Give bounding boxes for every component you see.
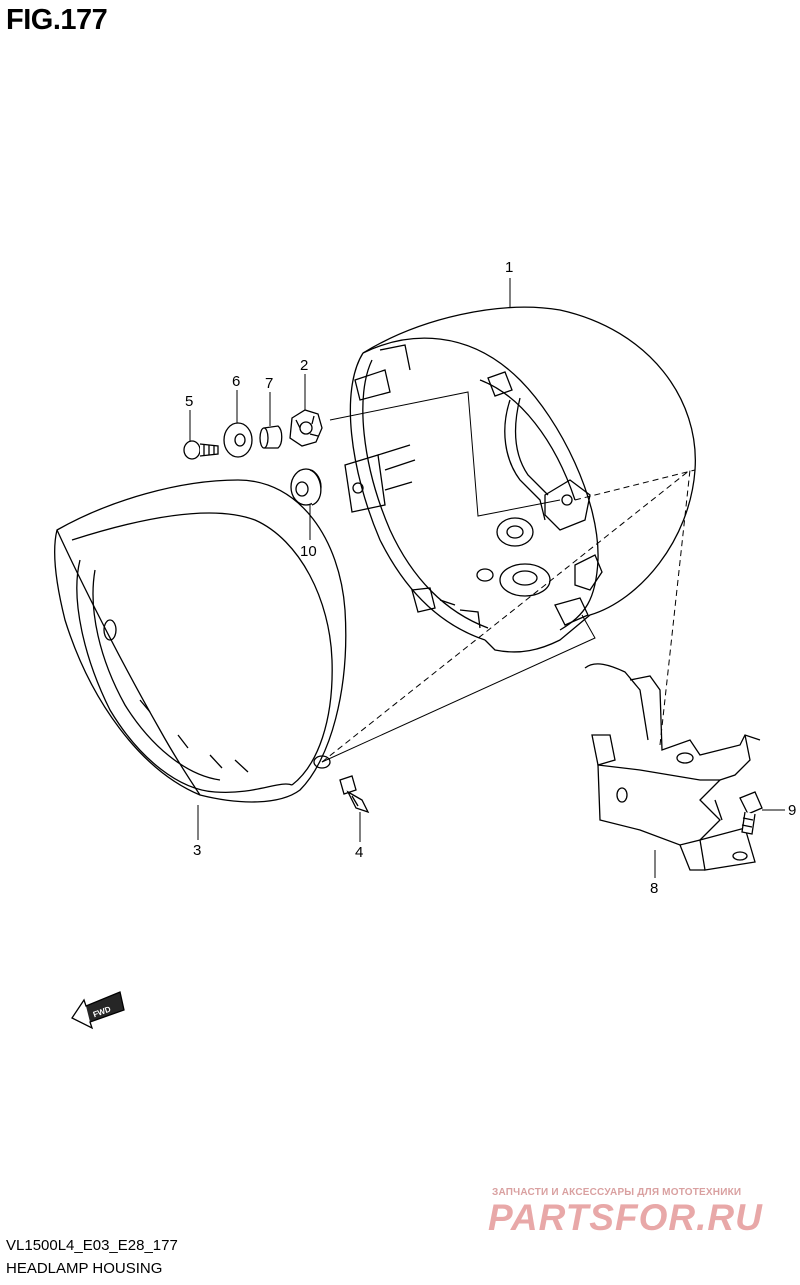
part-10-grommet [290,468,322,506]
part-1-headlamp-housing [344,306,696,653]
callout-2: 2 [300,357,308,374]
part-7-collar [259,425,283,449]
callout-1: 1 [505,259,513,276]
figure-title: FIG.177 [6,4,108,36]
part-8-bracket [584,663,761,871]
part-9-screw [739,791,763,835]
watermark-tagline: ЗАПЧАСТИ И АКСЕССУАРЫ ДЛЯ МОТОТЕХНИКИ [492,1187,742,1198]
callout-7: 7 [265,375,273,392]
part-5-screw [183,440,219,460]
callout-9: 9 [788,802,796,819]
callout-5: 5 [185,393,193,410]
part-6-washer [223,422,253,458]
part-group-bracket-lines [321,391,596,763]
callout-leaders [189,278,785,878]
callout-3: 3 [193,842,201,859]
callout-6: 6 [232,373,240,390]
callout-4: 4 [355,844,363,861]
part-3-headlamp-rim [53,479,347,803]
watermark-logo: PARTSFOR.RU [488,1197,763,1238]
fwd-arrow-icon: FWD [71,991,125,1030]
model-code: VL1500L4_E03_E28_177 [6,1237,178,1254]
callout-8: 8 [650,880,658,897]
figure-caption: HEADLAMP HOUSING [6,1260,163,1277]
part-4-bolt [339,775,370,814]
callout-10: 10 [300,543,317,560]
assembly-leader-lines [321,469,696,763]
part-2-nut [289,409,323,447]
